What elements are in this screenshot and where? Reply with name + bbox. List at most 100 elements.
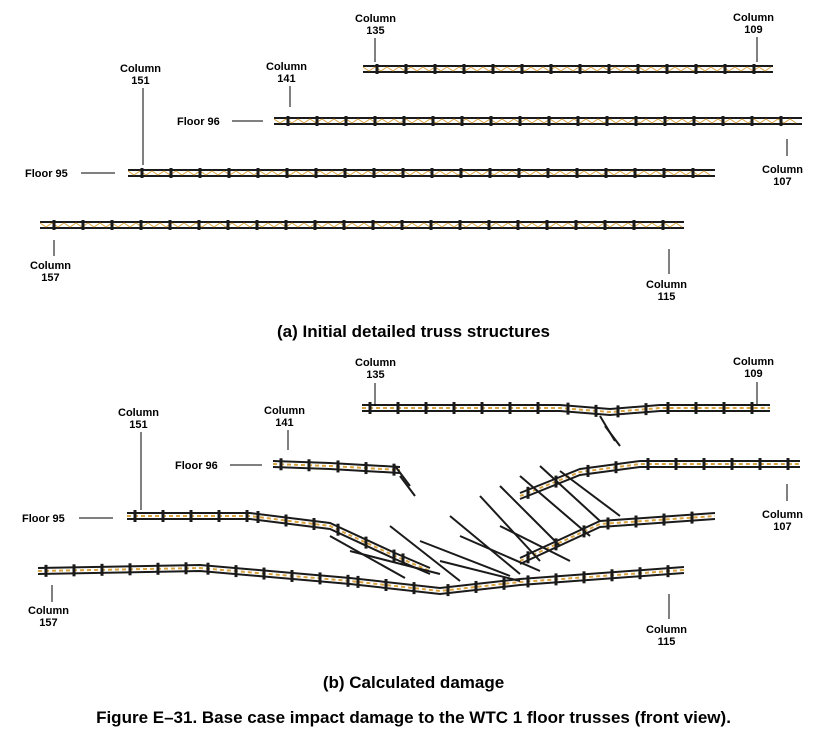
strap (139, 220, 143, 230)
web-member (380, 66, 388, 72)
strap (546, 168, 550, 178)
web-member (435, 118, 443, 124)
web-member (123, 222, 131, 228)
web-member (411, 222, 419, 228)
web-member (327, 222, 335, 228)
strap (536, 402, 540, 414)
strap (462, 64, 466, 74)
web-member (235, 170, 243, 176)
strap (314, 168, 318, 178)
web-member (740, 66, 748, 72)
web-member (523, 170, 531, 176)
web-member (758, 66, 766, 72)
debris-member (559, 470, 621, 517)
web-member (519, 222, 527, 228)
strap (392, 463, 396, 476)
strap (662, 168, 666, 178)
strap (460, 116, 464, 126)
strap (368, 402, 372, 414)
strap (459, 168, 463, 178)
web-member (465, 222, 473, 228)
web-member (789, 118, 797, 124)
web-member (379, 170, 387, 176)
web-member (463, 170, 471, 176)
strap (344, 116, 348, 126)
web-member (507, 222, 515, 228)
web-member (675, 222, 683, 228)
strap (256, 511, 260, 523)
web-member (567, 222, 575, 228)
web-member (151, 170, 159, 176)
strap (285, 168, 289, 178)
debris-member (329, 535, 406, 579)
web-member (217, 170, 225, 176)
strap (343, 168, 347, 178)
web-member (524, 66, 532, 72)
web-member (483, 118, 491, 124)
debris-member (539, 465, 601, 522)
web-member (409, 170, 417, 176)
strap (526, 551, 530, 564)
strap (578, 64, 582, 74)
figure-caption: Figure E–31. Base case impact damage to … (96, 708, 731, 727)
strap (665, 64, 669, 74)
web-member (464, 66, 472, 72)
web-member (668, 66, 676, 72)
debris-member (499, 525, 571, 562)
web-member (583, 170, 591, 176)
web-member (403, 170, 411, 176)
web-member (205, 170, 213, 176)
strap (364, 536, 368, 549)
web-member (649, 170, 657, 176)
strap (234, 565, 238, 578)
web-member (644, 66, 652, 72)
web-member (567, 118, 575, 124)
web-member (93, 222, 101, 228)
web-member (421, 170, 429, 176)
floor-95-truss-damaged (127, 510, 431, 575)
web-member (555, 118, 563, 124)
web-member (362, 66, 370, 72)
strap (401, 553, 405, 566)
web-member (247, 170, 255, 176)
web-member (591, 222, 599, 228)
web-member (447, 118, 455, 124)
web-member (643, 170, 651, 176)
floor-94-truss-damaged (37, 562, 685, 597)
web-member (501, 118, 509, 124)
web-member (771, 118, 779, 124)
strap (607, 64, 611, 74)
strap (189, 510, 193, 522)
strap (690, 511, 694, 524)
web-member (267, 222, 275, 228)
web-member (753, 118, 761, 124)
strap (526, 486, 530, 499)
web-member (614, 66, 622, 72)
bottom-chord (37, 569, 685, 596)
web-member (620, 66, 628, 72)
strap (356, 575, 360, 588)
web-member (440, 66, 448, 72)
web-member (127, 515, 431, 572)
web-member (37, 566, 685, 593)
truss-diagram-initial (39, 37, 802, 274)
strap (401, 168, 405, 178)
strap (110, 220, 114, 230)
strap (752, 64, 756, 74)
web-member (765, 118, 773, 124)
web-member (357, 222, 365, 228)
web-member (393, 222, 401, 228)
web-member (441, 222, 449, 228)
strap (161, 510, 165, 522)
strap (458, 220, 462, 230)
web-member (357, 118, 365, 124)
web-member (705, 118, 713, 124)
web-member (500, 66, 508, 72)
web-member (686, 66, 694, 72)
web-member (410, 66, 418, 72)
strap (487, 220, 491, 230)
